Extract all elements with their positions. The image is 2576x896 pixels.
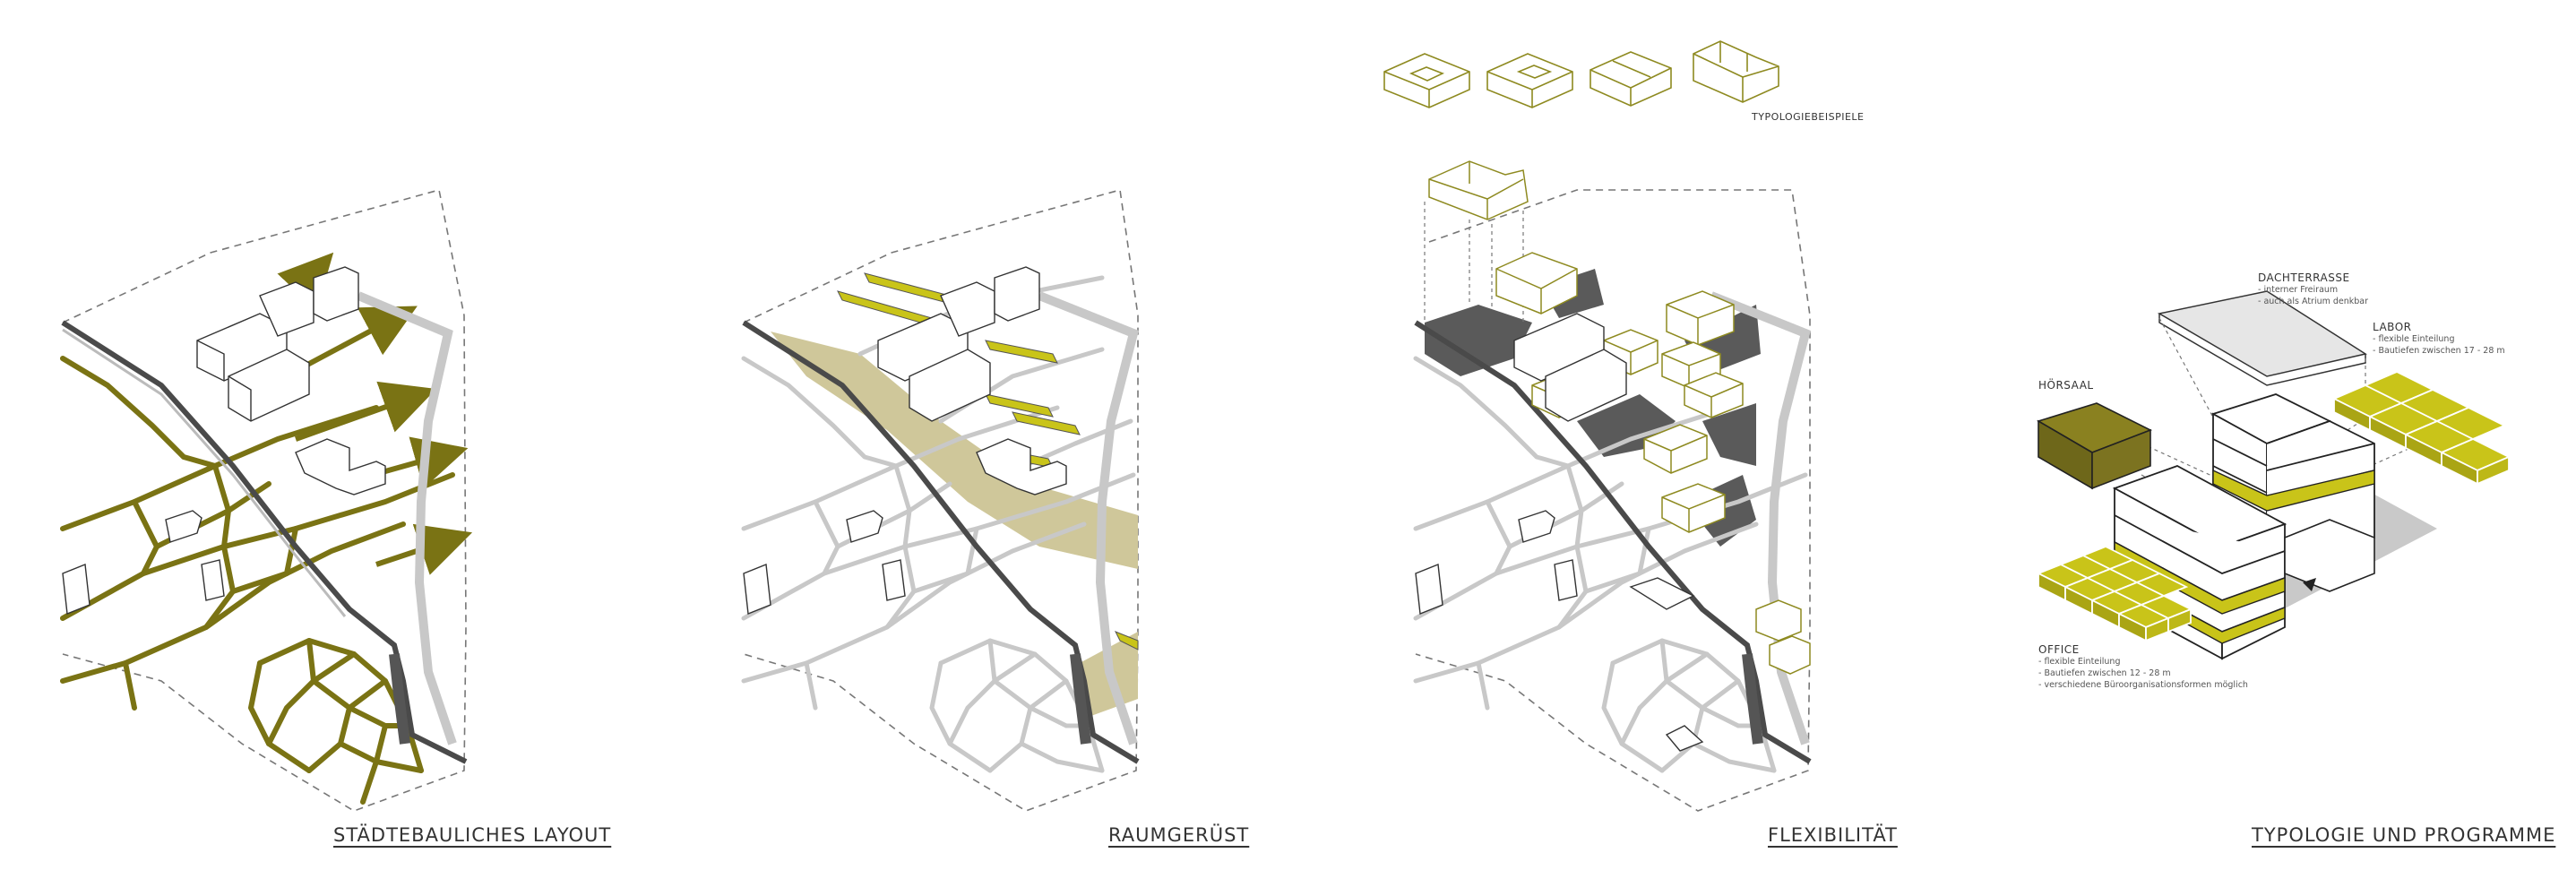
existing-buildings [62,266,386,615]
caption-flexibility: FLEXIBILITÄT [1768,824,1898,846]
office-line: - verschiedene Büroorganisationsformen m… [2038,680,2248,690]
labor-title: LABOR [2373,321,2412,333]
caption-framework: RAUMGERÜST [1108,824,1250,846]
labor-line: - Bautiefen zwischen 17 - 28 m [2373,346,2505,356]
office-blocks [2036,546,2193,642]
labor-label-group: LABOR - flexible Einteilung - Bautiefen … [2373,321,2505,357]
flex-volumes [1428,160,1811,675]
typology-examples [1383,40,1779,108]
hoersaal-volume [2037,402,2152,490]
main-road [61,320,468,764]
office-label-group: OFFICE - flexible Einteilung - Bautiefen… [2038,643,2248,691]
dachterrasse-line: - auch als Atrium denkbar [2258,297,2369,306]
street-network [60,356,455,805]
dachterrasse-label-group: DACHTERRASSE - interner Freiraum - auch … [2258,271,2368,307]
panel-typology [2036,290,2511,660]
caption-layout: STÄDTEBAULICHES LAYOUT [333,824,612,846]
panel-framework [741,188,1140,812]
office-title: OFFICE [2038,643,2080,656]
office-line: - flexible Einteilung [2038,657,2121,667]
office-line: - Bautiefen zwischen 12 - 28 m [2038,668,2171,678]
labor-blocks [2331,371,2511,486]
labor-line: - flexible Einteilung [2373,334,2455,344]
panel-flexibility [1383,40,1812,812]
site-boundary [62,189,467,812]
dachterrasse-title: DACHTERRASSE [2258,271,2350,284]
hoersaal-label: HÖRSAAL [2038,379,2094,392]
panel-layout [60,189,473,812]
typology-examples-label: TYPOLOGIEBEISPIELE [1752,111,1865,123]
ring-road [357,291,457,745]
caption-typology: TYPOLOGIE UND PROGRAMME [2252,824,2556,846]
dachterrasse-line: - interner Freiraum [2258,285,2339,295]
